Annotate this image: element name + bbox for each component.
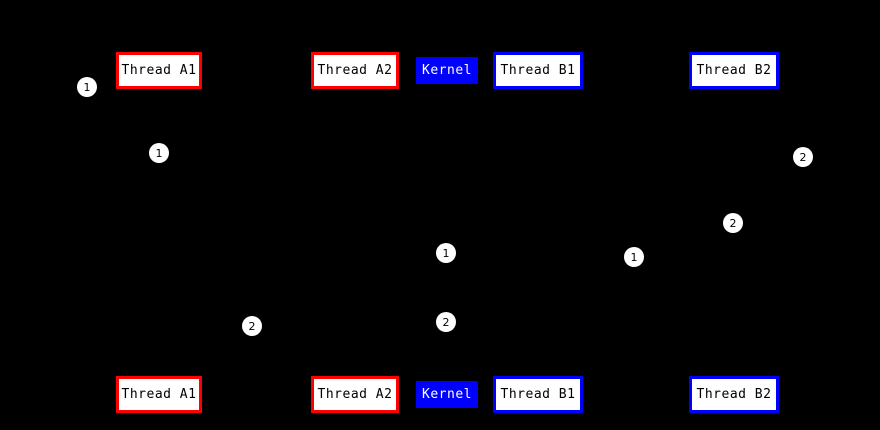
message-kernel-1	[447, 251, 538, 257]
participant-label: Thread B1	[500, 63, 576, 78]
participant-top-thread-b2[interactable]: Thread B2	[689, 52, 779, 89]
participant-bottom-thread-a1[interactable]: Thread A1	[116, 376, 202, 413]
step-marker-label: 2	[729, 216, 737, 230]
step-marker-1[interactable]: 1	[149, 143, 169, 163]
step-marker-label: 1	[630, 250, 638, 264]
participant-label: Thread A1	[121, 63, 197, 78]
step-marker-label: 1	[442, 246, 450, 260]
participant-label: Kernel	[422, 387, 472, 402]
step-marker-label: 1	[155, 146, 163, 160]
participant-label: Thread A1	[121, 387, 197, 402]
step-marker-2[interactable]: 2	[436, 312, 456, 332]
step-marker-label: 2	[442, 315, 450, 329]
message-b2-mid	[664, 220, 734, 226]
participant-label: Thread A2	[317, 387, 393, 402]
participant-label: Kernel	[422, 63, 472, 78]
participant-top-thread-b1[interactable]: Thread B1	[493, 52, 583, 89]
step-marker-2[interactable]: 2	[793, 147, 813, 167]
message-b2-start	[734, 155, 804, 161]
participant-bottom-kernel[interactable]: Kernel	[416, 381, 478, 408]
participant-label: Thread B2	[696, 387, 772, 402]
participant-bottom-thread-a2[interactable]: Thread A2	[311, 376, 399, 413]
lifeline-thread-a1	[159, 89, 160, 376]
step-marker-1[interactable]: 1	[77, 77, 97, 97]
lifeline-thread-b1	[538, 89, 539, 376]
participant-top-thread-a1[interactable]: Thread A1	[116, 52, 202, 89]
step-marker-2[interactable]: 2	[723, 213, 743, 233]
participant-top-kernel[interactable]: Kernel	[416, 57, 478, 84]
participant-label: Thread A2	[317, 63, 393, 78]
step-marker-label: 1	[83, 80, 91, 94]
step-marker-1[interactable]: 1	[624, 247, 644, 267]
participant-bottom-thread-b2[interactable]: Thread B2	[689, 376, 779, 413]
step-marker-label: 2	[248, 319, 256, 333]
participant-top-thread-a2[interactable]: Thread A2	[311, 52, 399, 89]
participant-label: Thread B1	[500, 387, 576, 402]
step-marker-label: 2	[799, 150, 807, 164]
lifeline-kernel	[447, 84, 448, 381]
step-marker-1[interactable]: 1	[436, 243, 456, 263]
message-kernel-3	[355, 320, 447, 326]
step-marker-2[interactable]: 2	[242, 316, 262, 336]
lifeline-thread-a2	[355, 89, 356, 376]
participant-label: Thread B2	[696, 63, 772, 78]
participant-bottom-thread-b1[interactable]: Thread B1	[493, 376, 583, 413]
message-a1-mid	[159, 151, 355, 157]
message-kernel-2	[447, 255, 634, 261]
